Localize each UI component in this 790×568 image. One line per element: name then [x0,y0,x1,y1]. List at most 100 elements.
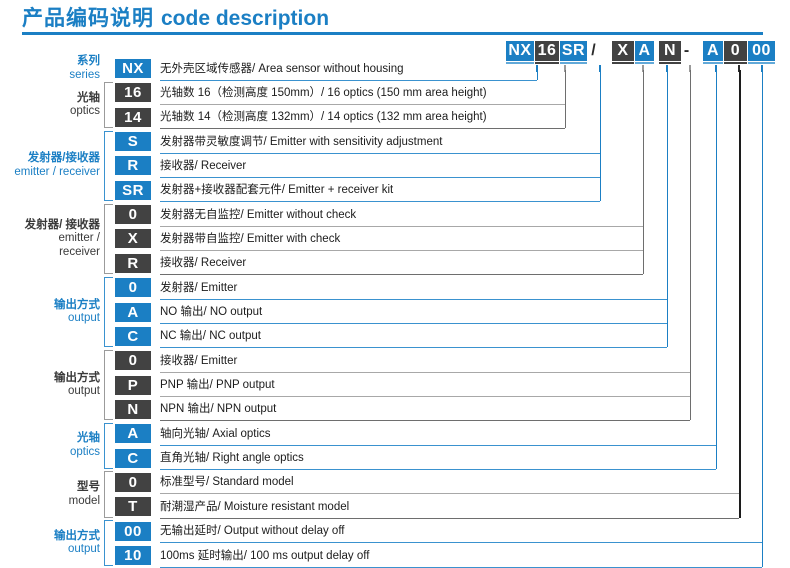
option-description: 光轴数 16（检测高度 150mm）/ 16 optics (150 mm ar… [160,86,487,99]
code-tick [761,65,763,72]
connector-horizontal [160,298,667,300]
code-tick [738,65,740,72]
option-code-a[interactable]: A [115,302,151,322]
code-char-sr: SR [560,41,587,61]
option-code-0[interactable]: 0 [115,472,151,492]
connector-horizontal [160,274,643,276]
connector-riser [643,70,644,275]
option-description: 发射器+接收器配套元件/ Emitter + receiver kit [160,184,394,197]
group-bracket [104,203,113,275]
group-bracket [104,276,113,348]
option-code-0[interactable]: 0 [115,278,151,298]
group-label-en: series [69,68,100,81]
option-description: 接收器/ Receiver [160,257,247,270]
group-label-cn: 发射器/接收器 [27,152,100,165]
option-code-c[interactable]: C [115,448,151,468]
group-label-emitter / receiver-2: 发射器/接收器emitter / receiver [0,152,100,179]
group-label-en: output [68,543,100,556]
group-label-en: model [68,494,100,507]
group-label-cn: 光轴 [77,91,100,104]
group-label-emitter /-3: 发射器/ 接收器emitter / receiver [0,219,100,260]
option-code-t[interactable]: T [115,497,151,517]
option-description: 无输出延时/ Output without delay off [160,525,345,538]
group-label-en: emitter / receiver [58,232,100,258]
option-description: 直角光轴/ Right angle optics [160,452,304,465]
option-code-0[interactable]: 0 [115,205,151,225]
option-code-a[interactable]: A [115,424,151,444]
connector-horizontal [160,347,667,349]
code-char-underline [635,62,654,64]
connector-horizontal [160,444,716,446]
connector-riser [565,70,566,129]
code-tick [564,65,566,72]
group-label-cn: 输出方式 [54,298,100,311]
code-char-n: N [659,41,681,61]
option-code-c[interactable]: C [115,326,151,346]
connector-riser [716,70,717,470]
group-label-en: output [68,312,100,324]
group-bracket [104,520,113,567]
code-separator: - [683,42,690,59]
code-char-00: 00 [748,41,775,61]
option-code-n[interactable]: N [115,399,151,419]
option-code-r[interactable]: R [115,253,151,273]
option-code-0[interactable]: 0 [115,351,151,371]
group-bracket [104,81,113,129]
option-code-16[interactable]: 16 [115,83,151,103]
page-title-cn: 产品编码说明 [22,5,154,30]
group-label-en: emitter / receiver [14,165,100,178]
option-description: 发射器带灵敏度调节/ Emitter with sensitivity adju… [160,135,443,148]
option-description: 轴向光轴/ Axial optics [160,427,271,440]
option-code-14[interactable]: 14 [115,107,151,127]
option-code-00[interactable]: 00 [115,521,151,541]
connector-horizontal [160,396,690,398]
group-bracket [104,422,113,470]
group-label-cn: 发射器/ 接收器 [24,218,100,231]
connector-horizontal [160,420,690,422]
code-tick [599,65,601,72]
connector-horizontal [160,79,537,81]
option-description: 发射器/ Emitter [160,281,238,294]
code-char-underline [560,62,587,64]
option-code-p[interactable]: P [115,375,151,395]
connector-horizontal [160,493,739,495]
connector-riser [762,70,763,567]
connector-riser [600,70,601,202]
option-description: 发射器带自监控/ Emitter with check [160,232,341,245]
option-code-nx[interactable]: NX [115,59,151,78]
code-char-a: A [635,41,654,61]
option-description: 接收器/ Emitter [160,354,238,367]
connector-horizontal [160,249,643,251]
group-label-cn: 光轴 [77,432,100,445]
option-description: 光轴数 14（检测高度 132mm）/ 14 optics (132 mm ar… [160,111,487,124]
connector-horizontal [160,323,667,324]
option-code-s[interactable]: S [115,132,151,152]
option-description: NO 输出/ NO output [160,306,263,318]
option-code-r[interactable]: R [115,156,151,176]
code-char-underline [506,62,534,64]
connector-horizontal [160,542,762,544]
code-char-underline [612,62,634,64]
code-char-underline [659,62,681,64]
code-tick [666,65,668,72]
option-description: NC 输出/ NC output [160,330,261,343]
option-description: 接收器/ Receiver [160,159,247,172]
code-tick [642,65,644,72]
connector-horizontal [160,176,600,178]
option-description: 发射器无自监控/ Emitter without check [160,208,357,221]
option-code-10[interactable]: 10 [115,546,151,565]
option-code-x[interactable]: X [115,229,151,249]
group-bracket [104,130,113,202]
option-description: PNP 输出/ PNP output [160,379,275,392]
group-label-cn: 输出方式 [54,371,100,384]
option-description: 无外壳区域传感器/ Area sensor without housing [160,62,404,75]
option-code-sr[interactable]: SR [115,180,151,200]
group-label-cn: 型号 [77,481,100,494]
code-char-a: A [703,41,723,61]
